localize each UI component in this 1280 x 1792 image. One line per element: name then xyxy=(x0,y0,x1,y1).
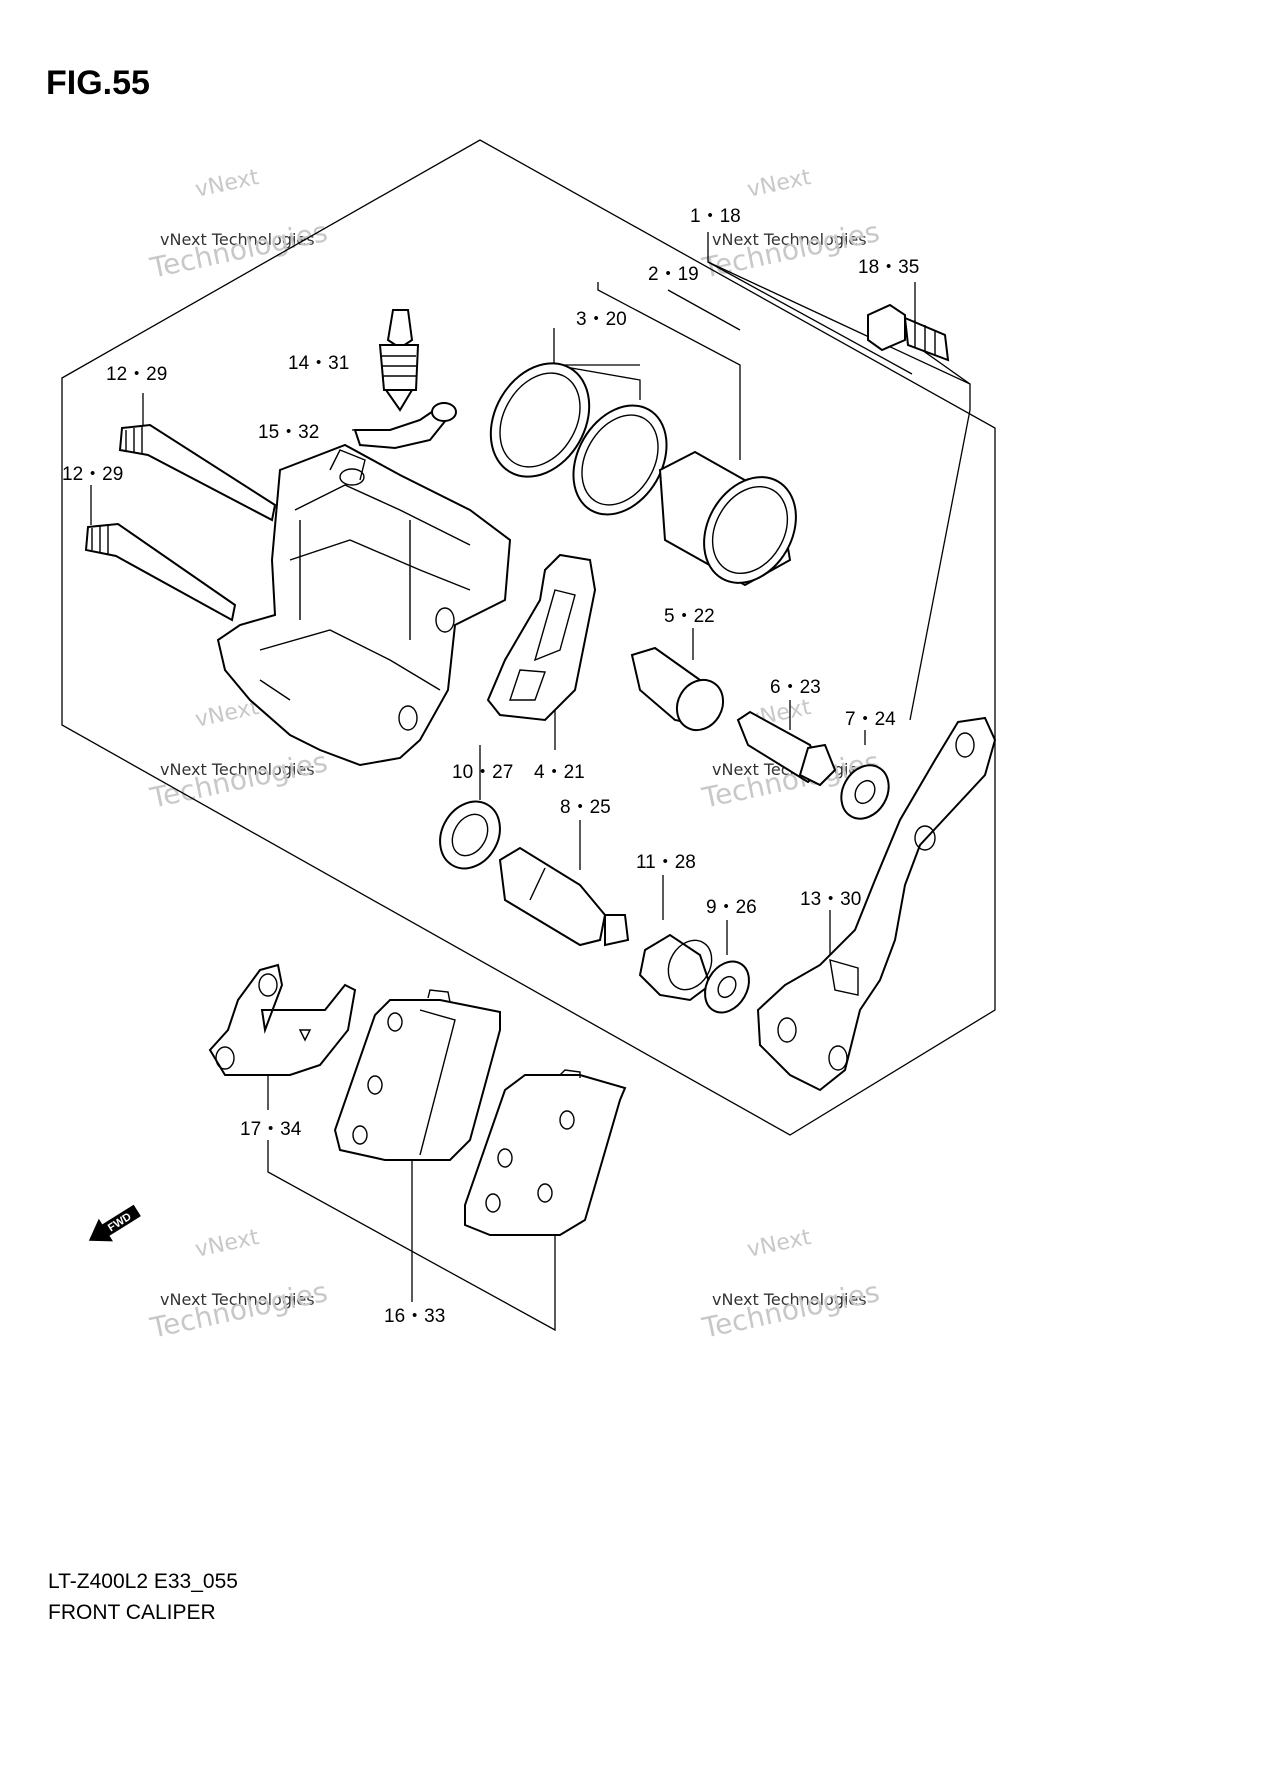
svg-text:Technologies: Technologies xyxy=(699,1275,883,1345)
svg-text:vNext Technologies: vNext Technologies xyxy=(160,230,315,249)
dust-seal-ring xyxy=(572,404,668,516)
fwd-arrow: FWD xyxy=(88,1204,141,1242)
model-code: LT-Z400L2 E33_055 xyxy=(48,1570,238,1593)
svg-text:vNext Technologies: vNext Technologies xyxy=(712,230,867,249)
callout-12-upper: 12・29 xyxy=(106,364,167,385)
callout-1: 1・18 xyxy=(690,206,741,227)
leader-lines xyxy=(90,232,971,1332)
callout-2: 2・19 xyxy=(648,264,699,285)
svg-text:Technologies: Technologies xyxy=(147,745,331,815)
callout-6: 6・23 xyxy=(770,677,821,698)
callout-14: 14・31 xyxy=(288,353,349,374)
watermark-bottom-left: vNext vNext Technologies Technologies xyxy=(147,1225,331,1345)
bleeder-cap xyxy=(353,402,457,450)
callout-5: 5・22 xyxy=(664,606,715,627)
guide-pin-lower xyxy=(84,522,237,622)
guide-pin-upper xyxy=(118,423,277,522)
callout-9: 9・26 xyxy=(706,897,757,918)
caliper-bracket xyxy=(756,716,997,1092)
callout-labels: 1・18 2・19 3・20 4・21 5・22 6・23 7・24 8・25 … xyxy=(62,206,919,1327)
svg-text:vNext: vNext xyxy=(193,1225,261,1263)
boot-10 xyxy=(439,800,501,870)
watermark-bottom-right: vNext vNext Technologies Technologies xyxy=(699,1225,883,1345)
svg-text:vNext Technologies: vNext Technologies xyxy=(160,1290,315,1309)
bleeder-valve xyxy=(378,309,420,412)
pin-boot xyxy=(630,646,725,732)
callout-17: 17・34 xyxy=(240,1119,302,1140)
callout-10: 10・27 xyxy=(452,762,513,783)
watermark-group: vNext vNext Technologies Technologies vN… xyxy=(147,165,883,1345)
callout-4: 4・21 xyxy=(534,762,585,783)
caliper-piston xyxy=(658,450,797,587)
washer-9 xyxy=(704,960,750,1014)
slide-pin xyxy=(736,710,837,787)
washer-7 xyxy=(840,764,890,820)
svg-text:vNext: vNext xyxy=(745,1225,813,1263)
callout-11: 11・28 xyxy=(636,852,696,873)
svg-text:Technologies: Technologies xyxy=(147,1275,331,1345)
svg-text:vNext Technologies: vNext Technologies xyxy=(712,1290,867,1309)
boot-11 xyxy=(638,933,713,1002)
slide-pin-8 xyxy=(498,846,630,947)
assembly-outline xyxy=(61,139,996,1136)
callout-7: 7・24 xyxy=(845,709,896,730)
callout-16: 16・33 xyxy=(384,1306,445,1327)
brake-pad-outer xyxy=(464,1069,627,1236)
pad-spring xyxy=(486,553,597,722)
callout-3: 3・20 xyxy=(576,309,627,330)
callout-15: 15・32 xyxy=(258,422,319,443)
svg-text:Technologies: Technologies xyxy=(147,215,331,285)
bracket-bolt xyxy=(867,303,950,362)
callout-13: 13・30 xyxy=(800,889,861,910)
svg-text:vNext: vNext xyxy=(745,165,813,203)
figure-title: FIG.55 xyxy=(46,64,150,102)
watermark-top-left: vNext vNext Technologies Technologies xyxy=(147,165,331,285)
callout-8: 8・25 xyxy=(560,797,611,818)
caliper-body xyxy=(216,443,512,767)
callout-12-lower: 12・29 xyxy=(62,464,123,485)
pad-shim-plate xyxy=(208,963,357,1076)
brake-pad-inner xyxy=(333,989,501,1161)
svg-text:vNext: vNext xyxy=(193,165,261,203)
piston-seal-ring xyxy=(489,362,591,478)
callout-18: 18・35 xyxy=(858,257,919,278)
svg-text:vNext Technologies: vNext Technologies xyxy=(160,760,315,779)
diagram-caption: FRONT CALIPER xyxy=(48,1601,216,1624)
